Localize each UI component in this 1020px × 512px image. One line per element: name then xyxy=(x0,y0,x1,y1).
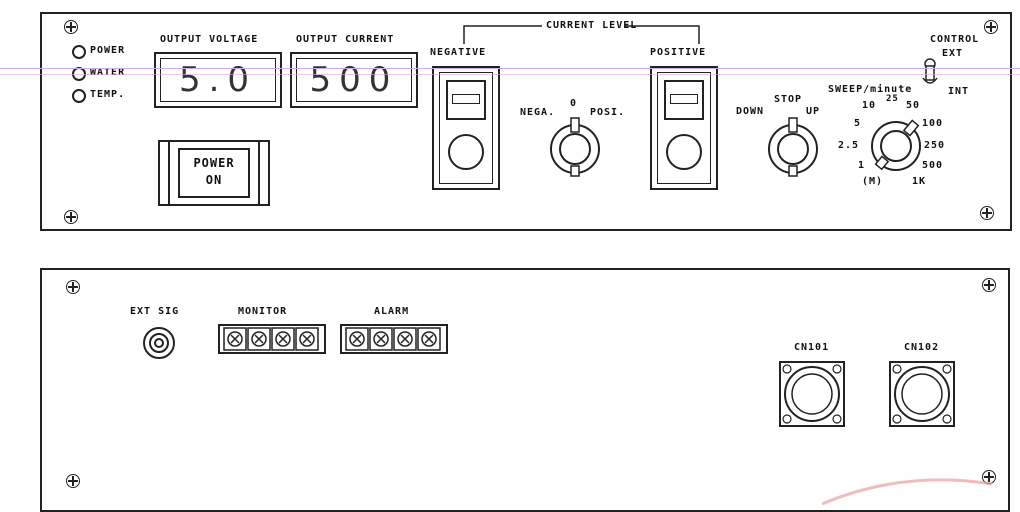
sweep-scale-1: 1 xyxy=(858,160,866,171)
screw-icon xyxy=(66,280,80,294)
screw-icon xyxy=(66,474,80,488)
rear-panel: EXT SIG MONITOR ALARM xyxy=(40,268,1010,512)
sweep-scale-2-5: 2.5 xyxy=(838,140,860,151)
indicator-temp-label: TEMP. xyxy=(90,89,126,100)
negative-adjust-knob[interactable] xyxy=(448,134,484,170)
negative-label: NEGATIVE xyxy=(430,47,487,58)
power-on-line2: ON xyxy=(205,173,223,187)
current-level-bracket xyxy=(463,25,700,44)
positive-level-module xyxy=(650,66,718,190)
stamp-mark xyxy=(821,478,993,506)
scan-line xyxy=(0,68,1020,69)
positive-label: POSITIVE xyxy=(650,47,707,58)
power-lamp-icon xyxy=(72,45,86,59)
polarity-posi-label: POSI. xyxy=(590,107,626,118)
screw-icon xyxy=(64,210,78,224)
sweep-scale-25: 25 xyxy=(886,94,899,104)
sweep-rate-knob[interactable] xyxy=(866,116,926,176)
control-label: CONTROL xyxy=(930,34,980,45)
sweep-scale-m: (M) xyxy=(862,176,884,187)
down-label: DOWN xyxy=(736,106,765,117)
front-panel: POWER WATER TEMP. OUTPUT VOLTAGE 5.0 OUT… xyxy=(40,12,1012,231)
negative-level-module xyxy=(432,66,500,190)
output-voltage-value: 5.0 xyxy=(178,60,258,100)
control-int-label: INT xyxy=(948,86,970,97)
sweep-scale-250: 250 xyxy=(924,140,946,151)
sweep-scale-500: 500 xyxy=(922,160,944,171)
ext-sig-bnc-connector[interactable] xyxy=(142,326,176,360)
screw-icon xyxy=(980,206,994,220)
positive-digit-counter[interactable] xyxy=(664,80,704,120)
power-on-line1: POWER xyxy=(193,156,235,170)
power-on-button[interactable]: POWER ON xyxy=(158,140,270,206)
ext-sig-label: EXT SIG xyxy=(130,306,180,317)
monitor-label: MONITOR xyxy=(238,306,288,317)
up-label: UP xyxy=(806,106,821,117)
stop-label: STOP xyxy=(774,94,803,105)
sweep-title: SWEEP/minute xyxy=(828,84,913,95)
alarm-terminal-block[interactable] xyxy=(340,324,450,354)
monitor-terminal-block[interactable] xyxy=(218,324,328,354)
sweep-scale-1k: 1K xyxy=(912,176,927,187)
output-voltage-display: 5.0 xyxy=(154,52,282,108)
cn102-label: CN102 xyxy=(904,342,940,353)
sweep-scale-50: 50 xyxy=(906,100,921,111)
sweep-direction-knob[interactable] xyxy=(760,114,830,184)
scan-line xyxy=(0,74,1020,75)
polarity-nega-label: NEGA. xyxy=(520,107,556,118)
cn101-label: CN101 xyxy=(794,342,830,353)
current-level-label: CURRENT LEVEL xyxy=(546,20,638,31)
polarity-zero-label: 0 xyxy=(570,98,578,109)
output-current-value: 500 xyxy=(309,60,399,100)
control-toggle-switch[interactable] xyxy=(920,58,940,92)
output-current-display: 500 xyxy=(290,52,418,108)
control-ext-label: EXT xyxy=(942,48,964,59)
output-voltage-label: OUTPUT VOLTAGE xyxy=(160,34,259,45)
positive-adjust-knob[interactable] xyxy=(666,134,702,170)
polarity-selector-knob[interactable] xyxy=(542,114,612,184)
cn101-connector[interactable] xyxy=(778,360,848,430)
screw-icon xyxy=(64,20,78,34)
screw-icon xyxy=(984,20,998,34)
output-current-label: OUTPUT CURRENT xyxy=(296,34,395,45)
screw-icon xyxy=(982,278,996,292)
sweep-scale-100: 100 xyxy=(922,118,944,129)
indicator-water-label: WATER xyxy=(90,67,126,78)
sweep-scale-5: 5 xyxy=(854,118,862,129)
indicator-power-label: POWER xyxy=(90,45,126,56)
negative-digit-counter[interactable] xyxy=(446,80,486,120)
sweep-scale-10: 10 xyxy=(862,100,877,111)
alarm-label: ALARM xyxy=(374,306,410,317)
temp-lamp-icon xyxy=(72,89,86,103)
cn102-connector[interactable] xyxy=(888,360,958,430)
